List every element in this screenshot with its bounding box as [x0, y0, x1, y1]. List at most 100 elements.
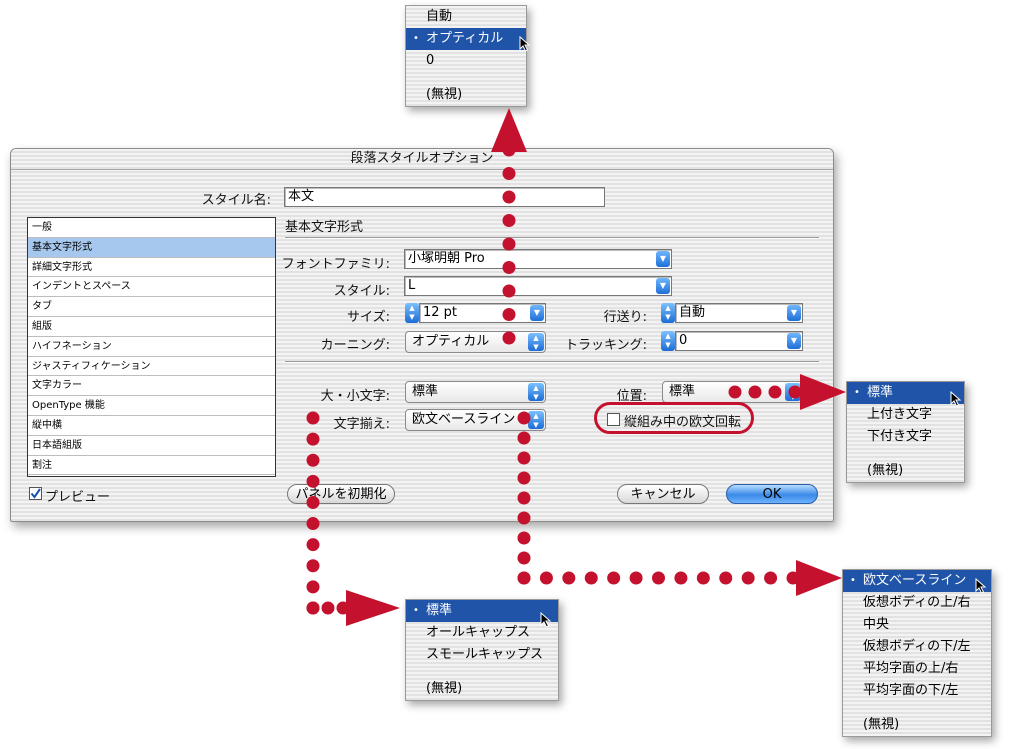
menu-item[interactable]: •標準	[847, 382, 964, 404]
category-item[interactable]: タブ	[28, 297, 275, 317]
annotation-dot	[306, 432, 320, 446]
category-item[interactable]: ジャスティフィケーション	[28, 357, 275, 377]
menu-item[interactable]: 0	[406, 50, 526, 72]
menu-item-label: (無視)	[867, 463, 904, 478]
size-stepper-icon[interactable]: ▲▼	[405, 303, 419, 323]
annotation-dot	[306, 453, 320, 467]
category-item[interactable]: 文字カラー	[28, 376, 275, 397]
arrowhead-right-icon	[346, 590, 400, 626]
annotation-dot	[321, 601, 335, 615]
menu-item-label: 中央	[863, 617, 890, 632]
category-item[interactable]: インデントとスペース	[28, 277, 275, 298]
menu-item[interactable]: スモールキャップス	[406, 644, 558, 666]
paragraph-style-options-dialog: 段落スタイルオプション スタイル名: 本文 一般基本文字形式詳細文字形式インデン…	[10, 148, 834, 522]
mouse-pointer-icon	[540, 612, 552, 628]
annotation-dot	[788, 385, 802, 399]
font-family-value: 小塚明朝 Pro	[408, 251, 485, 266]
annotation-dot	[502, 237, 516, 251]
menu-item[interactable]: (無視)	[843, 714, 991, 736]
leading-combo[interactable]: 自動 ▼	[675, 303, 803, 323]
font-family-combo[interactable]: 小塚明朝 Pro ▼	[404, 249, 672, 269]
rotate-checkbox-label: 縦組み中の欧文回転	[624, 415, 742, 430]
category-item[interactable]: 日本語組版	[28, 436, 275, 456]
annotation-dot	[502, 284, 516, 298]
menu-item[interactable]: 上付き文字	[847, 404, 964, 426]
category-item[interactable]: OpenType 機能	[28, 396, 275, 416]
checkmark-icon	[30, 488, 41, 499]
annotation-dot	[517, 571, 531, 585]
menu-item[interactable]: 自動	[406, 6, 526, 28]
alignment-popup[interactable]: 欧文ベースライン ▲▼	[405, 409, 546, 431]
bullet-icon: •	[850, 575, 856, 586]
font-style-combo[interactable]: L ▼	[404, 276, 672, 296]
annotation-dot	[502, 167, 516, 180]
alignment-label: 文字揃え:	[333, 417, 390, 432]
kerning-label: カーニング:	[320, 338, 390, 353]
chevron-down-icon[interactable]: ▼	[787, 305, 801, 321]
highlight-ring	[594, 402, 754, 434]
menu-item[interactable]: 下付き文字	[847, 426, 964, 448]
annotation-dot	[539, 571, 553, 585]
menu-item-label: 平均字面の下/左	[863, 683, 959, 698]
annotation-dot	[306, 580, 320, 594]
preview-label: プレビュー	[45, 490, 111, 505]
kerning-popup[interactable]: オプティカル ▲▼	[405, 331, 546, 353]
chevron-down-icon[interactable]: ▼	[530, 305, 544, 321]
annotation-dot	[517, 491, 531, 505]
chevron-down-icon[interactable]: ▼	[787, 333, 801, 349]
alignment-value: 欧文ベースライン	[412, 412, 516, 427]
category-item[interactable]: 縦中横	[28, 416, 275, 436]
preview-checkbox[interactable]	[29, 487, 42, 500]
category-item[interactable]: 基本文字形式	[28, 237, 275, 258]
annotation-dot	[306, 474, 320, 488]
menu-item[interactable]: • 欧文ベースライン	[843, 570, 991, 592]
menu-item[interactable]: 仮想ボディの下/左	[843, 636, 991, 658]
menu-item[interactable]: (無視)	[847, 460, 964, 482]
section-title: 基本文字形式	[285, 220, 364, 235]
leading-label: 行送り:	[603, 310, 647, 325]
menu-item-label: 欧文ベースライン	[863, 573, 967, 588]
chevron-down-icon[interactable]: ▼	[656, 251, 670, 267]
tracking-label: トラッキング:	[565, 338, 647, 353]
style-name-field[interactable]: 本文	[284, 187, 605, 207]
menu-item[interactable]: (無視)	[406, 678, 558, 700]
annotation-dot	[741, 571, 755, 585]
menu-item[interactable]: 平均字面の下/左	[843, 680, 991, 702]
category-item[interactable]: 詳細文字形式	[28, 258, 275, 278]
menu-item[interactable]: •オプティカル	[406, 28, 526, 50]
annotation-dot	[764, 571, 778, 585]
category-item[interactable]: 組版	[28, 317, 275, 337]
menu-item[interactable]: 仮想ボディの上/右	[843, 592, 991, 614]
chevron-down-icon[interactable]: ▼	[656, 278, 670, 294]
category-list[interactable]: 一般基本文字形式詳細文字形式インデントとスペースタブ組版ハイフネーションジャステ…	[27, 217, 276, 477]
tracking-stepper-icon[interactable]: ▲▼	[661, 331, 675, 351]
annotation-dot	[502, 190, 516, 204]
mouse-pointer-icon	[519, 36, 531, 52]
menu-item-label: 仮想ボディの上/右	[863, 595, 971, 610]
position-label: 位置:	[616, 389, 647, 404]
menu-item[interactable]: (無視)	[406, 84, 526, 106]
category-item[interactable]: 割注	[28, 456, 275, 476]
leading-stepper-icon[interactable]: ▲▼	[661, 303, 675, 323]
menu-item-label: オプティカル	[426, 31, 504, 46]
category-item[interactable]: 一般	[28, 218, 275, 238]
menu-item[interactable]: 平均字面の上/右	[843, 658, 991, 680]
tracking-value: 0	[679, 333, 688, 348]
tracking-combo[interactable]: 0 ▼	[675, 331, 803, 351]
ok-button[interactable]: OK	[726, 484, 818, 504]
menu-item-label: オールキャップス	[426, 625, 531, 640]
cancel-button[interactable]: キャンセル	[617, 484, 709, 504]
menu-item[interactable]: オールキャップス	[406, 622, 558, 644]
annotation-dot	[719, 571, 733, 585]
style-label: スタイル:	[333, 284, 390, 299]
annotation-dot	[306, 411, 320, 425]
arrowhead-right-icon	[800, 374, 846, 410]
menu-item[interactable]: •標準	[406, 600, 558, 622]
section-divider	[285, 237, 819, 239]
case-popup[interactable]: 標準 ▲▼	[405, 381, 546, 403]
position-menu-items: •標準上付き文字下付き文字 (無視)	[847, 382, 964, 482]
category-item[interactable]: ハイフネーション	[28, 337, 275, 357]
menu-item[interactable]: 中央	[843, 614, 991, 636]
